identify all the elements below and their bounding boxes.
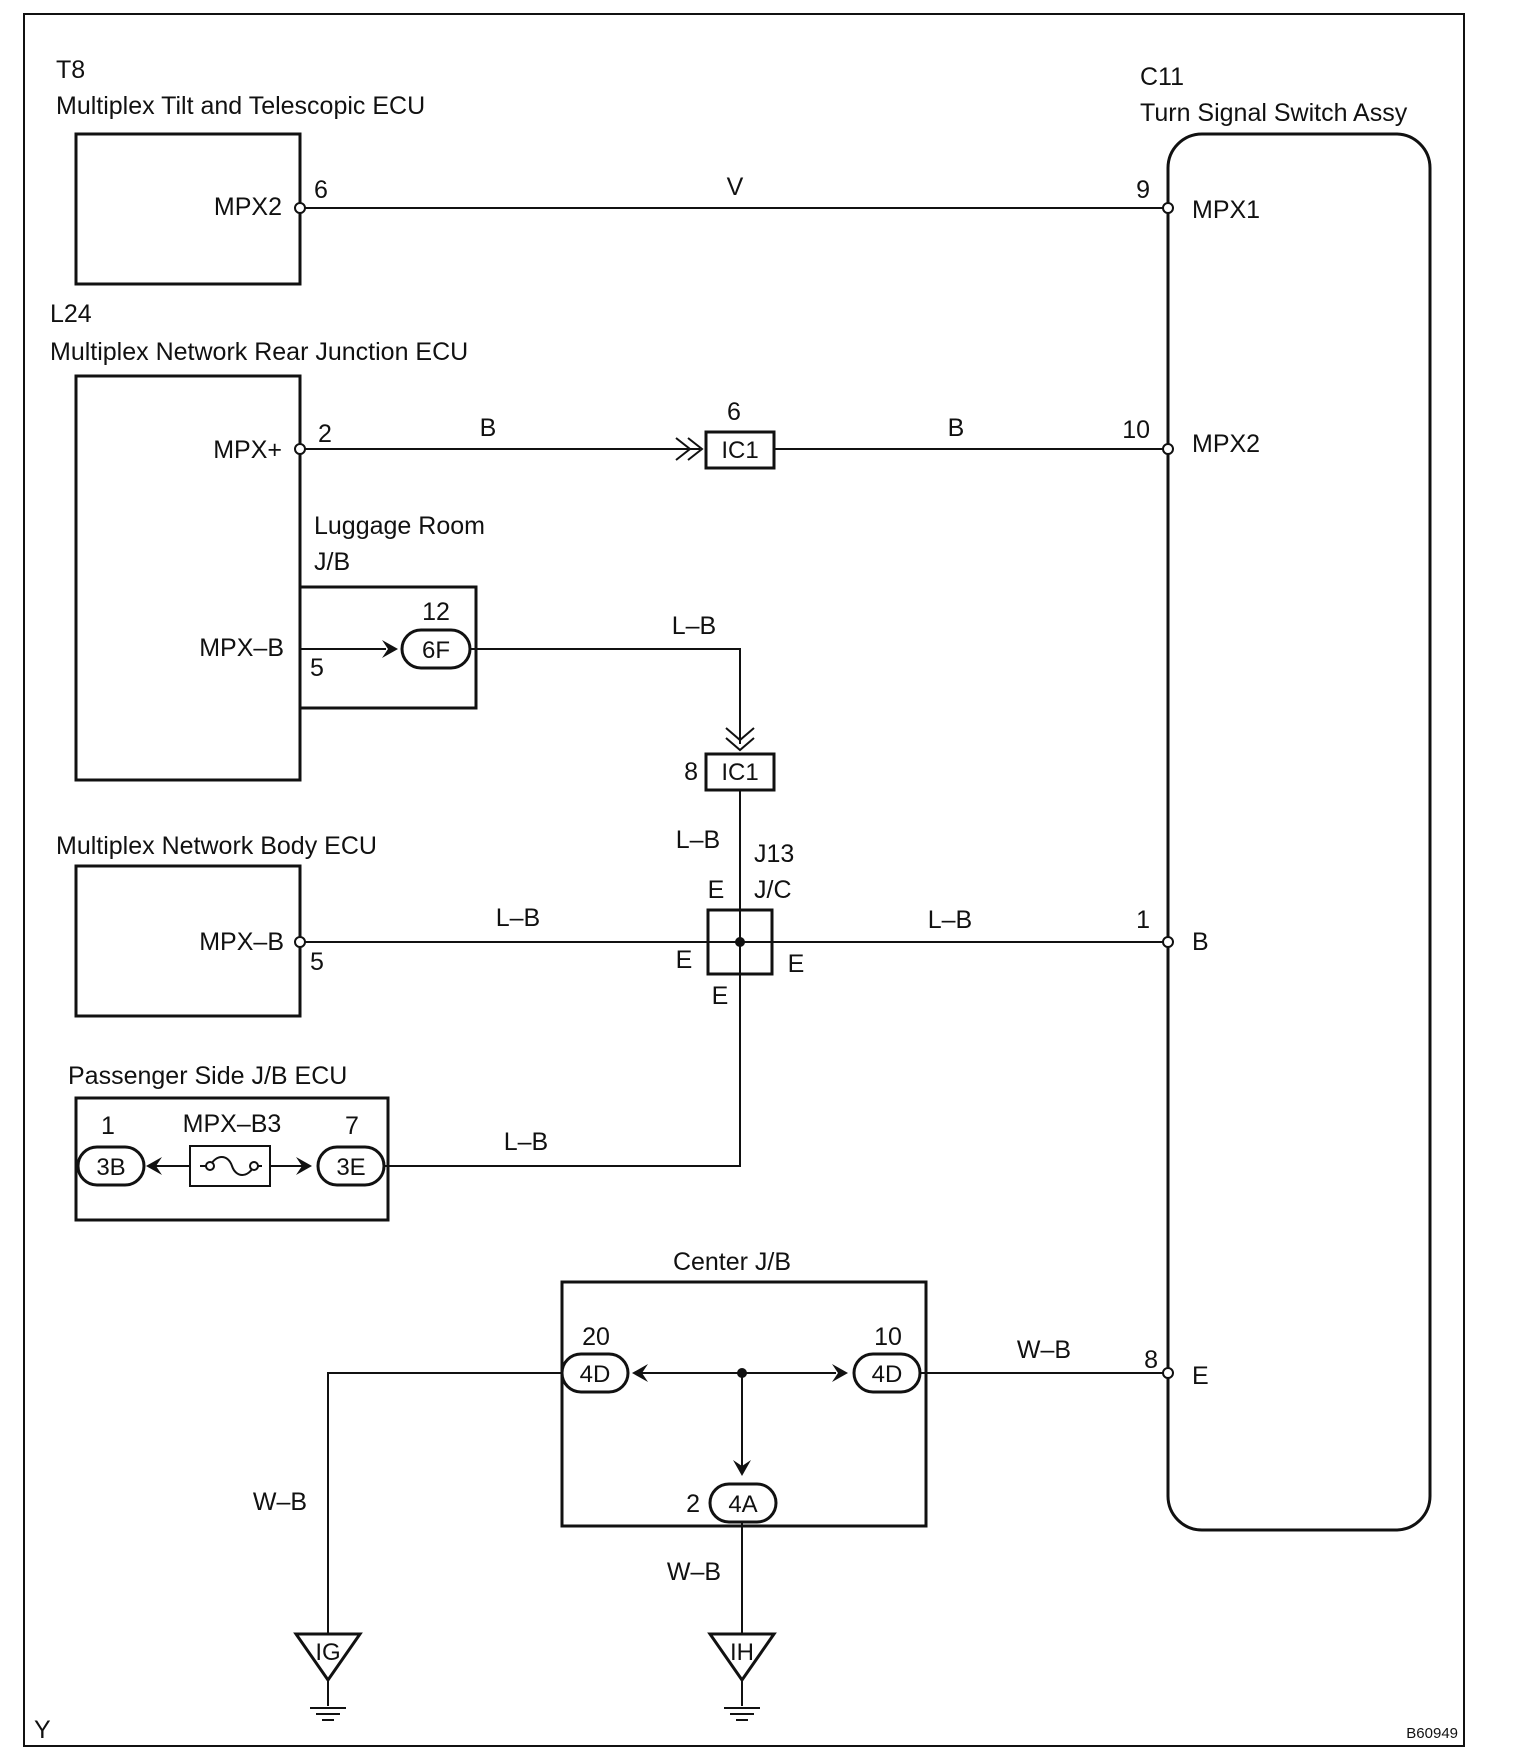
6f-label: 6F <box>422 637 450 664</box>
ground-ig-label: IG <box>315 1639 340 1666</box>
t8-code: T8 <box>56 56 85 84</box>
t8-name: Multiplex Tilt and Telescopic ECU <box>56 92 425 120</box>
figure-code: B60949 <box>1406 1725 1458 1742</box>
wire-label-wb-bottom: W–B <box>667 1558 721 1586</box>
fuse-terminal-right <box>249 1161 259 1171</box>
ic1-mid-pin: 8 <box>684 758 698 786</box>
l24-name: Multiplex Network Rear Junction ECU <box>50 338 468 366</box>
wire-label-lb-vertical: L–B <box>676 826 720 854</box>
c11-name: Turn Signal Switch Assy <box>1140 99 1408 127</box>
4a-female-terminal <box>733 1460 751 1476</box>
center-jb-name: Center J/B <box>673 1248 791 1276</box>
3e-connector <box>316 1145 386 1187</box>
wire-label-wb-right: W–B <box>1017 1336 1071 1364</box>
body-ecu-name: Multiplex Network Body ECU <box>56 832 377 860</box>
body-ecu-pin-5: 5 <box>310 948 324 976</box>
3e-label: 3E <box>336 1154 365 1181</box>
3e-female-terminal <box>296 1157 312 1175</box>
ground-ig-triangle <box>293 1632 363 1683</box>
c11-pin-9: 9 <box>1136 176 1150 204</box>
ic1-mid-label: IC1 <box>721 759 758 786</box>
t8-pin-6: 6 <box>314 176 328 204</box>
6f-female-terminal <box>382 640 398 658</box>
l24-terminal-mpx-plus: MPX+ <box>213 436 282 464</box>
4d-right-label: 4D <box>872 1361 903 1388</box>
wire-wb-4d-to-ig <box>327 1372 562 1634</box>
4a-label: 4A <box>728 1491 757 1518</box>
3b-label: 3B <box>96 1154 125 1181</box>
passenger-jb-name: Passenger Side J/B ECU <box>68 1062 347 1090</box>
wire-label-lb-top: L–B <box>672 612 716 640</box>
wire-label-v: V <box>727 173 744 201</box>
c11-pin-10: 10 <box>1122 416 1150 444</box>
j13-code: J13 <box>754 840 794 868</box>
c11-terminal-mpx1: MPX1 <box>1192 196 1260 224</box>
luggage-jb-name-line2: J/B <box>314 548 350 576</box>
l24-terminal-mpx-b: MPX–B <box>199 634 284 662</box>
c11-pin9-circle <box>1162 202 1174 214</box>
wire-label-lb-body: L–B <box>496 904 540 932</box>
luggage-jb-name-line1: Luggage Room <box>314 512 485 540</box>
l24-pin-2: 2 <box>318 420 332 448</box>
3b-pin: 1 <box>101 1112 115 1140</box>
wire-label-lb-right: L–B <box>928 906 972 934</box>
corner-mark: Y <box>34 1716 51 1744</box>
c11-pin10-circle <box>1162 443 1174 455</box>
wire-label-b-left: B <box>480 414 497 442</box>
diagram-border <box>23 13 1465 1747</box>
4a-pin: 2 <box>686 1490 700 1518</box>
4d-right-female-terminal <box>832 1364 848 1382</box>
t8-terminal-circle <box>294 202 306 214</box>
4d-left-pin: 20 <box>582 1323 610 1351</box>
body-ecu-terminal-mpx-b: MPX–B <box>199 928 284 956</box>
ic1-top-label: IC1 <box>721 437 758 464</box>
luggage-jb-box <box>300 585 478 710</box>
j13-terminal-right: E <box>788 950 805 978</box>
fuse-icon <box>200 1156 262 1176</box>
4d-right-pin: 10 <box>874 1323 902 1351</box>
body-ecu-terminal-circle <box>294 936 306 948</box>
c11-pin8-circle <box>1162 1367 1174 1379</box>
ic1-mid-male-terminal <box>725 727 755 752</box>
c11-pin-8: 8 <box>1144 1346 1158 1374</box>
4d-left-female-terminal <box>632 1364 648 1382</box>
wire-lb-6f-to-ic1 <box>470 648 741 744</box>
ic1-top-pin: 6 <box>727 398 741 426</box>
3b-connector <box>76 1145 146 1187</box>
3b-female-terminal <box>146 1157 162 1175</box>
j13-terminal-top: E <box>708 876 725 904</box>
3e-pin: 7 <box>345 1112 359 1140</box>
ground-ih-triangle <box>707 1632 777 1683</box>
l24-pin-5: 5 <box>310 654 324 682</box>
fuse-label: MPX–B3 <box>183 1110 282 1138</box>
c11-pin-1: 1 <box>1136 906 1150 934</box>
t8-terminal-mpx2: MPX2 <box>214 193 282 221</box>
passenger-jb-box <box>74 1096 390 1222</box>
fuse-terminal-left <box>205 1161 215 1171</box>
c11-terminal-mpx2: MPX2 <box>1192 430 1260 458</box>
c11-switch-assy-box <box>1166 132 1432 1532</box>
l24-ecu-box <box>74 374 302 782</box>
wire-lb-j13-to-passenger <box>384 974 741 1167</box>
j13-type: J/C <box>754 876 792 904</box>
6f-pin: 12 <box>422 598 450 626</box>
c11-code: C11 <box>1140 63 1184 91</box>
c11-pin1-circle <box>1162 936 1174 948</box>
center-jb-box <box>560 1280 928 1528</box>
ground-ih-label: IH <box>730 1639 754 1666</box>
j13-terminal-bottom: E <box>712 982 729 1010</box>
4d-left-label: 4D <box>580 1361 611 1388</box>
c11-terminal-b: B <box>1192 928 1209 956</box>
wire-label-lb-passenger: L–B <box>504 1128 548 1156</box>
l24-mpx-plus-circle <box>294 443 306 455</box>
l24-code: L24 <box>50 300 92 328</box>
j13-terminal-left: E <box>676 946 693 974</box>
wire-label-wb-left: W–B <box>253 1488 307 1516</box>
ic1-top-male-terminal <box>675 437 704 461</box>
wire-label-b-right: B <box>948 414 965 442</box>
c11-terminal-e: E <box>1192 1362 1209 1390</box>
